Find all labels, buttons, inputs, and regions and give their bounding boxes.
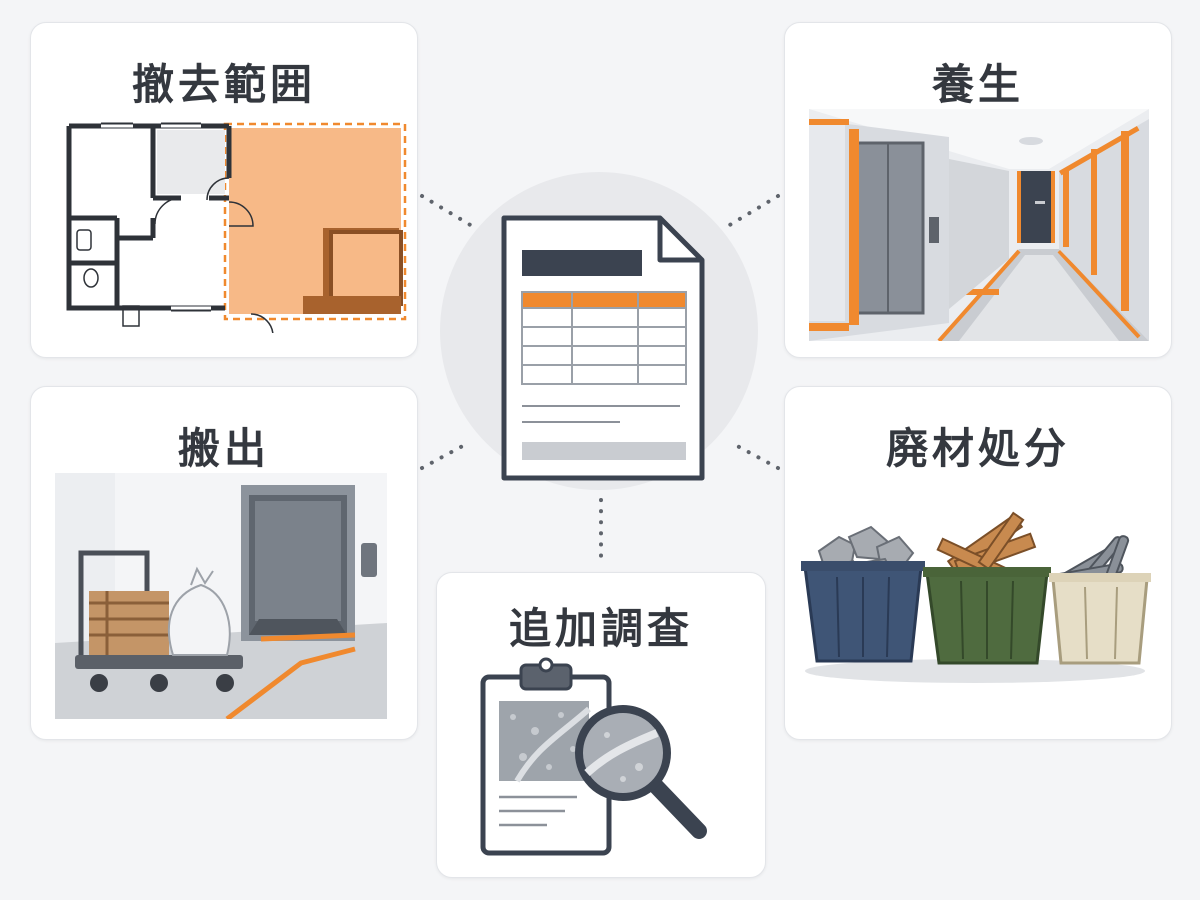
- document-table-icon: [501, 215, 705, 481]
- floor-plan-icon: [66, 122, 407, 333]
- document-table: [521, 291, 687, 385]
- card-title-waste-disposal: 廃材処分: [885, 424, 1070, 473]
- clipboard-magnifier-icon: [480, 657, 707, 856]
- protected-corridor-icon: [809, 109, 1149, 341]
- card-protection: 養生: [784, 22, 1172, 358]
- card-title-protection: 養生: [931, 60, 1024, 109]
- connector-waste-disposal: [728, 440, 780, 470]
- cart-elevator-icon: [55, 473, 387, 719]
- waste-bins-icon: [801, 511, 1151, 683]
- card-carry-out: 搬出: [30, 386, 418, 740]
- card-waste-disposal: 廃材処分: [784, 386, 1172, 740]
- wood-bin: [923, 511, 1051, 665]
- card-title-additional-survey: 追加調査: [508, 604, 693, 653]
- card-additional-survey: 追加調査: [436, 572, 766, 878]
- connector-carry-out: [420, 440, 472, 470]
- connector-protection: [726, 194, 780, 228]
- card-title-carry-out: 搬出: [177, 424, 270, 473]
- document-header-bar: [522, 250, 642, 276]
- connector-demolition-scope: [420, 194, 474, 228]
- card-demolition-scope: 撤去範囲: [30, 22, 418, 358]
- metal-bin: [1049, 535, 1151, 665]
- concrete-bin: [801, 525, 925, 663]
- card-title-demolition-scope: 撤去範囲: [131, 60, 316, 109]
